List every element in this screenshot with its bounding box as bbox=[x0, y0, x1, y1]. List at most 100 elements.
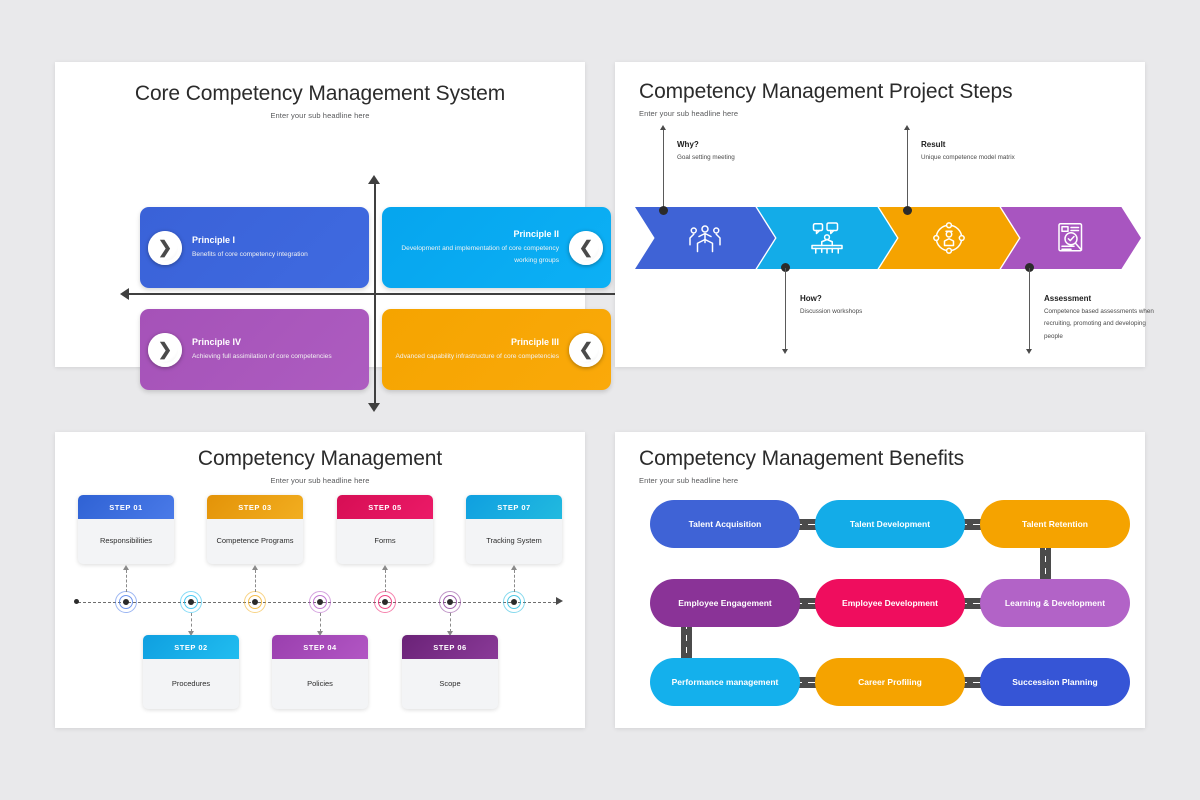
step-label: Competence Programs bbox=[216, 536, 294, 546]
callout-description: Goal setting meeting bbox=[677, 154, 735, 161]
page-subtitle: Enter your sub headline here bbox=[639, 109, 739, 118]
callout-arrow-up-icon bbox=[903, 125, 910, 130]
callout-title: Assessment bbox=[1044, 294, 1092, 303]
chevron-right-icon[interactable]: ❯ bbox=[148, 332, 182, 367]
slide-header: Competency Management Enter your sub hea… bbox=[55, 447, 585, 485]
principle-card-3[interactable]: ❮ Principle III Advanced capability infr… bbox=[382, 309, 611, 390]
step-card-06[interactable]: STEP 06 Scope bbox=[402, 635, 498, 709]
principle-title: Principle IV bbox=[192, 336, 242, 347]
chevron-right-icon[interactable]: ❯ bbox=[148, 230, 182, 265]
step-card-07[interactable]: STEP 07 Tracking System bbox=[466, 495, 562, 564]
timeline-node-02[interactable] bbox=[180, 591, 202, 613]
principle-description: Benefits of core competency integration bbox=[192, 250, 308, 258]
timeline-connector-up bbox=[514, 570, 515, 592]
axis-arrow-up-icon bbox=[368, 175, 380, 184]
principle-description: Advanced capability infrastructure of co… bbox=[395, 352, 559, 360]
benefit-pill-talent-retention[interactable]: Talent Retention bbox=[980, 500, 1130, 548]
benefit-pill-career-profiling[interactable]: Career Profiling bbox=[815, 658, 965, 706]
step-badge: STEP 06 bbox=[402, 635, 498, 659]
process-chevron-why[interactable] bbox=[635, 207, 775, 269]
callout-line-why bbox=[663, 130, 665, 210]
step-card-02[interactable]: STEP 02 Procedures bbox=[143, 635, 239, 709]
page-title: Competency Management bbox=[197, 447, 443, 470]
callout-description: Unique competence model matrix bbox=[921, 154, 1015, 161]
chevron-left-icon[interactable]: ❮ bbox=[569, 332, 603, 367]
slide-competency-management-benefits[interactable]: Competency Management Benefits Enter you… bbox=[615, 432, 1145, 728]
benefit-label: Performance management bbox=[671, 676, 779, 687]
step-badge: STEP 07 bbox=[466, 495, 562, 519]
step-card-05[interactable]: STEP 05 Forms bbox=[337, 495, 433, 564]
timeline-arrow-up-icon bbox=[510, 565, 517, 570]
callout-arrow-up-icon bbox=[659, 125, 666, 130]
timeline-node-03[interactable] bbox=[244, 591, 266, 613]
benefit-label: Employee Development bbox=[842, 597, 938, 608]
horizontal-axis bbox=[127, 293, 622, 295]
timeline-node-07[interactable] bbox=[503, 591, 525, 613]
slide-core-competency-management-system[interactable]: Core Competency Management System Enter … bbox=[55, 62, 625, 412]
timeline-node-01[interactable] bbox=[115, 591, 137, 613]
callout-line-how bbox=[785, 268, 787, 350]
step-badge: STEP 01 bbox=[78, 495, 174, 519]
step-label: Tracking System bbox=[486, 536, 542, 546]
meeting-table-icon bbox=[811, 222, 843, 254]
benefit-pill-employee-engagement[interactable]: Employee Engagement bbox=[650, 579, 800, 627]
callout-title: Why? bbox=[677, 140, 699, 149]
slide-header: Competency Management Project Steps Ente… bbox=[639, 80, 1013, 118]
benefit-label: Talent Acquisition bbox=[688, 518, 762, 529]
step-badge: STEP 02 bbox=[143, 635, 239, 659]
principle-title: Principle I bbox=[192, 234, 236, 245]
step-label: Scope bbox=[439, 678, 461, 688]
timeline-connector-down bbox=[191, 613, 192, 632]
benefit-pill-talent-acquisition[interactable]: Talent Acquisition bbox=[650, 500, 800, 548]
axis-arrow-down-icon bbox=[368, 403, 380, 412]
timeline-arrow-up-icon bbox=[122, 565, 129, 570]
step-label: Procedures bbox=[171, 678, 211, 688]
principle-card-2[interactable]: ❮ Principle II Development and implement… bbox=[382, 207, 611, 288]
callout-line-result bbox=[907, 130, 909, 210]
benefit-pill-employee-development[interactable]: Employee Development bbox=[815, 579, 965, 627]
principle-title: Principle II bbox=[513, 228, 559, 239]
process-chevron-assessment[interactable] bbox=[1001, 207, 1141, 269]
step-badge: STEP 03 bbox=[207, 495, 303, 519]
timeline-connector-down bbox=[320, 613, 321, 632]
chevron-process-row bbox=[635, 207, 1141, 269]
benefit-pill-talent-development[interactable]: Talent Development bbox=[815, 500, 965, 548]
slide-competency-management[interactable]: Competency Management Enter your sub hea… bbox=[55, 432, 585, 728]
callout-why: Why? Goal setting meeting bbox=[677, 140, 797, 164]
callout-node bbox=[659, 206, 668, 215]
step-card-04[interactable]: STEP 04 Policies bbox=[272, 635, 368, 709]
timeline-arrow-right-icon bbox=[556, 597, 563, 605]
timeline-start-dot bbox=[74, 599, 79, 604]
timeline-arrow-up-icon bbox=[251, 565, 258, 570]
principle-card-4[interactable]: ❯ Principle IV Achieving full assimilati… bbox=[140, 309, 369, 390]
timeline-connector-up bbox=[255, 570, 256, 592]
benefit-pill-learning-development[interactable]: Learning & Development bbox=[980, 579, 1130, 627]
principle-description: Development and implementation of core c… bbox=[401, 244, 559, 264]
benefit-label: Succession Planning bbox=[1012, 676, 1098, 687]
timeline-node-06[interactable] bbox=[439, 591, 461, 613]
step-card-01[interactable]: STEP 01 Responsibilities bbox=[78, 495, 174, 564]
timeline-node-04[interactable] bbox=[309, 591, 331, 613]
principle-card-1[interactable]: ❯ Principle I Benefits of core competenc… bbox=[140, 207, 369, 288]
timeline-connector-down bbox=[450, 613, 451, 632]
principle-description: Achieving full assimilation of core comp… bbox=[192, 352, 332, 360]
step-card-03[interactable]: STEP 03 Competence Programs bbox=[207, 495, 303, 564]
page-title: Competency Management Benefits bbox=[639, 447, 965, 470]
callout-title: Result bbox=[921, 140, 946, 149]
timeline-node-05[interactable] bbox=[374, 591, 396, 613]
process-chevron-how[interactable] bbox=[757, 207, 897, 269]
timeline-connector-up bbox=[385, 570, 386, 592]
process-chevron-result[interactable] bbox=[879, 207, 1019, 269]
benefit-label: Career Profiling bbox=[858, 676, 922, 687]
person-network-icon bbox=[933, 222, 965, 254]
slide-competency-management-project-steps[interactable]: Competency Management Project Steps Ente… bbox=[615, 62, 1154, 367]
chevron-left-icon[interactable]: ❮ bbox=[569, 230, 603, 265]
benefit-label: Employee Engagement bbox=[678, 597, 772, 608]
step-label: Responsibilities bbox=[99, 536, 153, 546]
benefit-pill-succession-planning[interactable]: Succession Planning bbox=[980, 658, 1130, 706]
callout-description: Competence based assessments when recrui… bbox=[1044, 308, 1154, 340]
callout-node bbox=[781, 263, 790, 272]
step-label: Forms bbox=[374, 536, 396, 546]
benefit-pill-performance-management[interactable]: Performance management bbox=[650, 658, 800, 706]
